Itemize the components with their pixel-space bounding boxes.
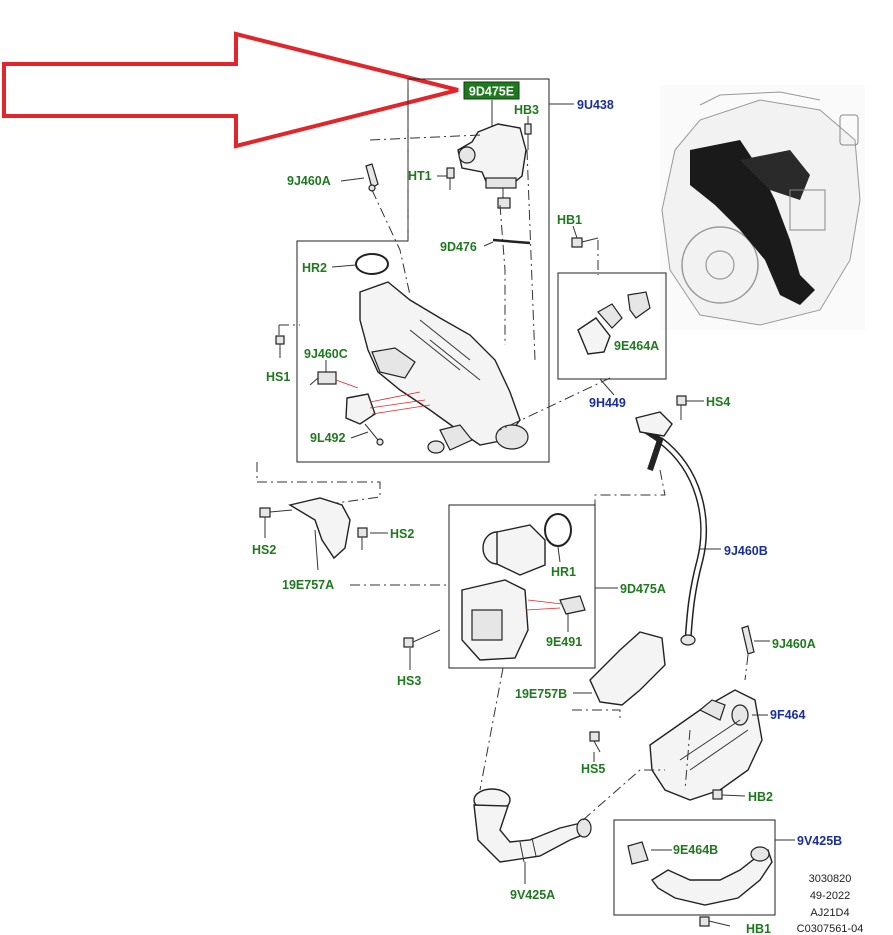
bolt-hs2-right[interactable] xyxy=(357,527,368,550)
stud-ht1[interactable] xyxy=(446,167,455,190)
footer-line-1: 3030820 xyxy=(809,873,852,885)
bolt-hb3[interactable] xyxy=(524,123,532,150)
label-hs1[interactable]: HS1 xyxy=(266,370,290,384)
label-hs4[interactable]: HS4 xyxy=(706,395,730,409)
label-9j460b[interactable]: 9J460B xyxy=(724,544,768,558)
footer-line-4: C0307561-04 xyxy=(797,923,864,935)
label-9d475e[interactable]: 9D475E xyxy=(469,85,514,99)
bolt-hs3[interactable] xyxy=(403,629,441,648)
rod-9d476[interactable] xyxy=(492,238,531,245)
label-9j460a-right[interactable]: 9J460A xyxy=(772,637,816,651)
bracket-9h449[interactable] xyxy=(577,291,651,355)
label-hb3[interactable]: HB3 xyxy=(514,103,539,117)
label-9j460c[interactable]: 9J460C xyxy=(304,347,348,361)
footer-line-2: 49-2022 xyxy=(810,890,850,902)
label-9f464[interactable]: 9F464 xyxy=(770,708,805,722)
bolt-hs2-left[interactable] xyxy=(259,507,293,518)
bolt-hb2[interactable] xyxy=(712,789,746,800)
label-9l492[interactable]: 9L492 xyxy=(310,431,345,445)
label-ht1[interactable]: HT1 xyxy=(408,169,432,183)
label-9d475a[interactable]: 9D475A xyxy=(620,582,666,596)
sensor-9j460a-top[interactable] xyxy=(365,163,379,192)
label-9u438[interactable]: 9U438 xyxy=(577,98,614,112)
label-9v425a[interactable]: 9V425A xyxy=(510,888,555,902)
box-9v425b xyxy=(613,819,776,916)
box-9h449 xyxy=(557,272,667,380)
part-9e491[interactable] xyxy=(559,595,586,615)
egr-valve-top[interactable] xyxy=(457,123,527,209)
bolt-hb1[interactable] xyxy=(571,237,599,248)
bracket-19e757a[interactable] xyxy=(288,497,351,560)
pipe-9v425a[interactable] xyxy=(473,788,592,863)
label-19e757b[interactable]: 19E757B xyxy=(515,687,567,701)
bracket-19e757b[interactable] xyxy=(589,631,666,706)
label-19e757a[interactable]: 19E757A xyxy=(282,578,334,592)
box-9d475a xyxy=(448,504,596,669)
label-9j460a-top[interactable]: 9J460A xyxy=(287,174,331,188)
label-9h449[interactable]: 9H449 xyxy=(589,396,626,410)
egr-cooler-body[interactable] xyxy=(359,281,529,454)
pointer-arrow xyxy=(2,31,459,149)
pipe-9v425b[interactable] xyxy=(627,841,773,906)
actuator-9l492[interactable] xyxy=(345,393,384,446)
label-hs2-left[interactable]: HS2 xyxy=(252,543,276,557)
label-9e464b[interactable]: 9E464B xyxy=(673,843,718,857)
egr-cooler-9f464[interactable] xyxy=(649,689,763,801)
throttle-body-9d475a[interactable] xyxy=(461,524,546,661)
label-hs3[interactable]: HS3 xyxy=(397,674,421,688)
label-9e464a[interactable]: 9E464A xyxy=(614,339,659,353)
sensor-9j460a-right[interactable] xyxy=(741,625,755,655)
bolt-hs4[interactable] xyxy=(676,395,687,420)
sensor-9j460c[interactable] xyxy=(309,371,337,386)
label-hs2-right[interactable]: HS2 xyxy=(390,527,414,541)
bolt-hs1[interactable] xyxy=(275,335,285,358)
engine-thumbnail xyxy=(660,85,865,330)
label-hb2[interactable]: HB2 xyxy=(748,790,773,804)
label-hb1-bottom[interactable]: HB1 xyxy=(746,922,771,935)
bolt-hb1-bottom[interactable] xyxy=(699,916,731,927)
hose-9j460b[interactable] xyxy=(635,411,708,646)
footer-line-3: AJ21D4 xyxy=(810,907,849,919)
label-9v425b[interactable]: 9V425B xyxy=(797,834,842,848)
label-9e491[interactable]: 9E491 xyxy=(546,635,582,649)
highlight-box[interactable] xyxy=(463,81,520,100)
bolt-hs5[interactable] xyxy=(589,731,601,753)
label-hb1[interactable]: HB1 xyxy=(557,213,582,227)
ring-hr2[interactable] xyxy=(355,253,389,275)
label-9d476[interactable]: 9D476 xyxy=(440,240,477,254)
ring-hr1[interactable] xyxy=(544,513,572,547)
label-hr1[interactable]: HR1 xyxy=(551,565,576,579)
label-hr2[interactable]: HR2 xyxy=(302,261,327,275)
label-hs5[interactable]: HS5 xyxy=(581,762,605,776)
